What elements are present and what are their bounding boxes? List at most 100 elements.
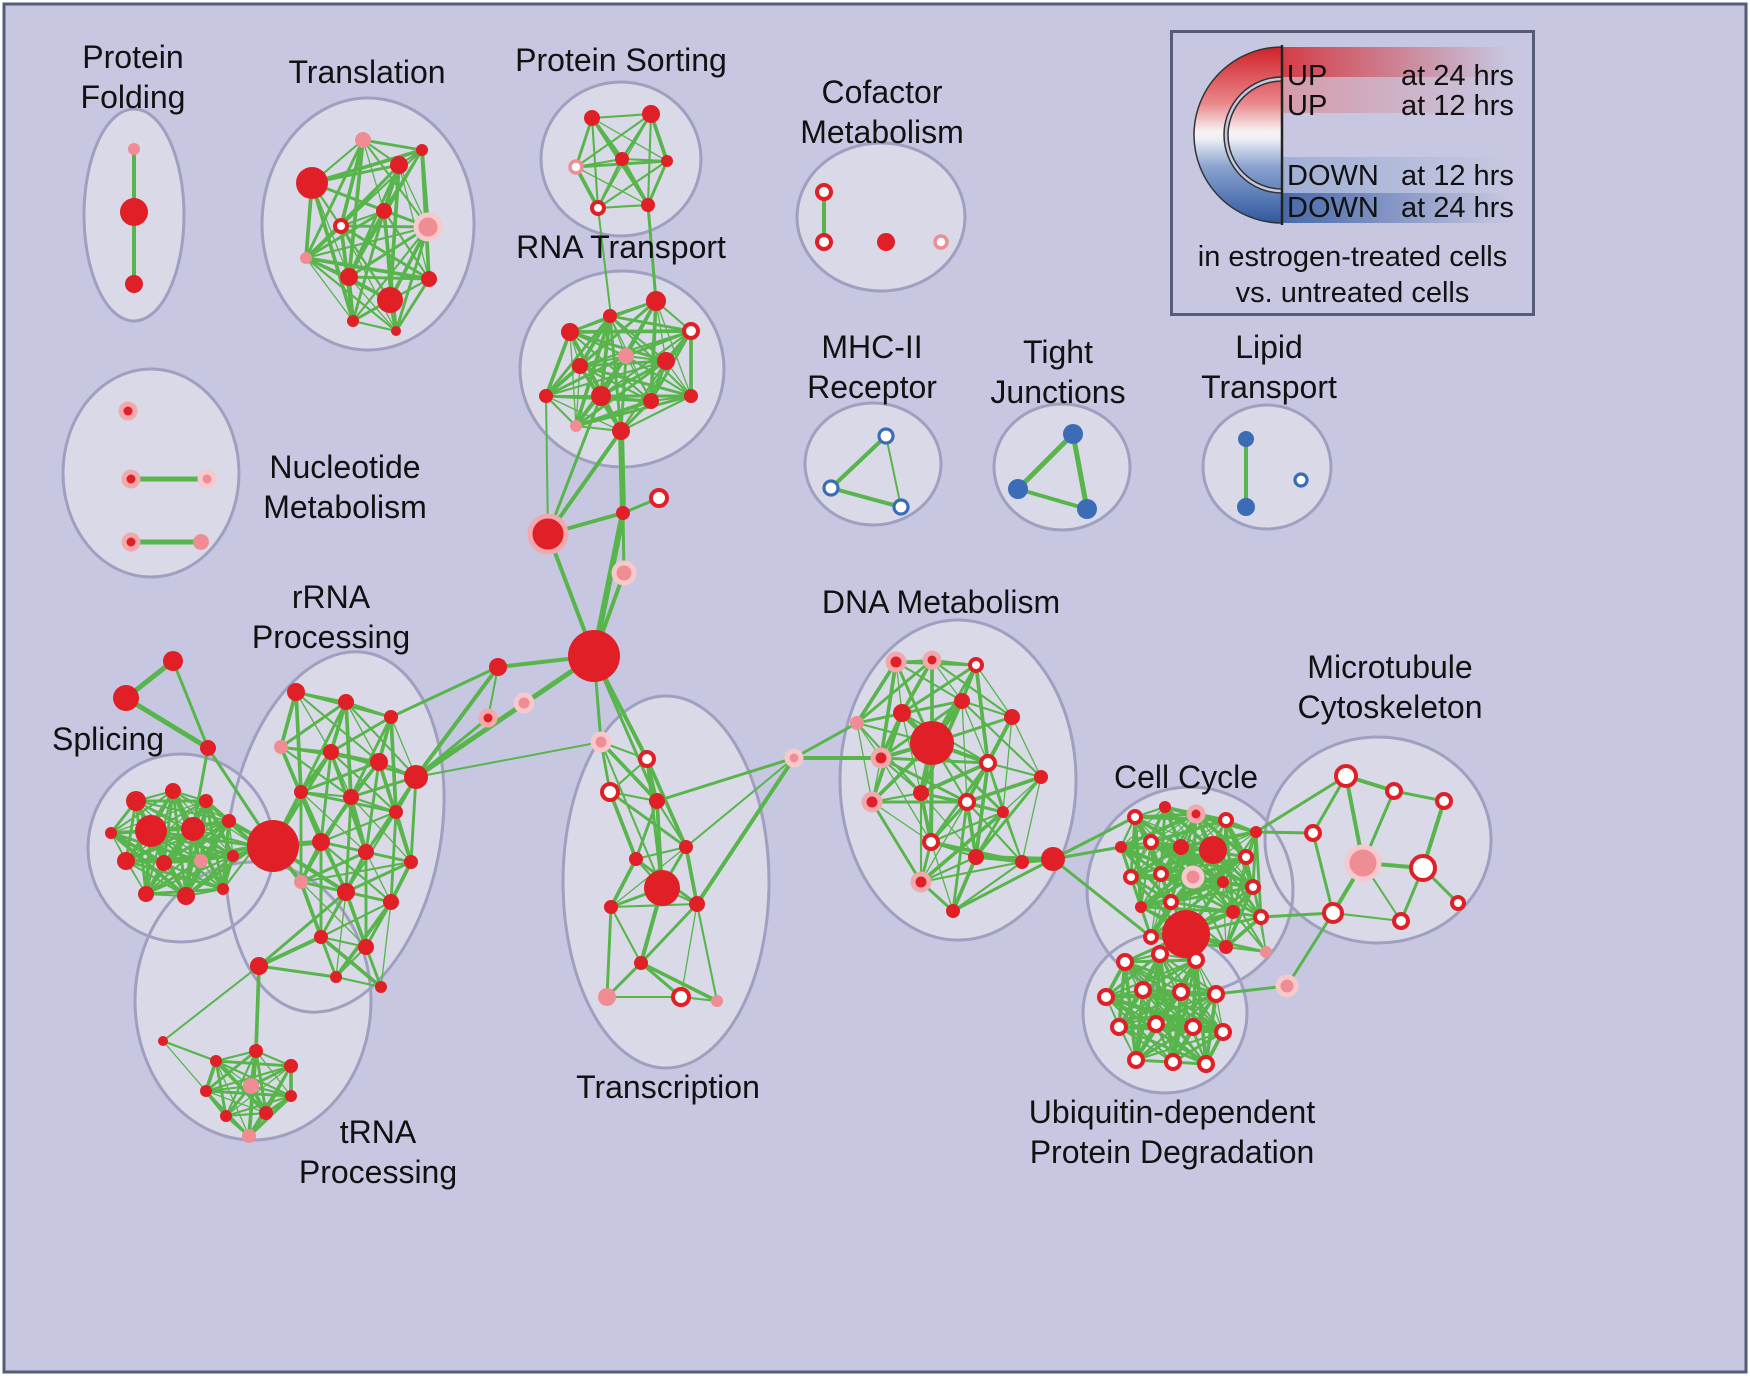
edge [574,394,693,428]
node-ring [968,657,984,673]
node-red [657,352,675,370]
edge [639,961,719,1003]
edge [951,855,978,913]
edge [600,741,663,889]
node-pink [618,348,634,364]
cluster-ellipse-cofactor-metabolism [795,141,967,293]
edge [609,902,699,909]
edge [855,660,898,725]
node-ring [590,200,606,216]
node-ring [1151,945,1169,963]
node-bluering [877,427,895,445]
cluster-ellipse-microtubule-cytoskeleton [1265,737,1491,943]
edge [619,394,693,433]
edge [855,658,934,725]
node-bluering [892,498,910,516]
edge [574,116,594,169]
edge [1311,831,1335,915]
cluster-ellipse-mhc2-receptor [805,403,941,525]
edge [1254,774,1348,834]
edge [930,658,1014,719]
edge [124,859,225,891]
node-red [893,704,911,722]
legend-outer-ring [1193,46,1283,224]
edge [974,761,990,859]
node-red [113,685,139,711]
node-halo [1186,804,1206,824]
edge [961,700,968,803]
edge [394,810,413,864]
node-red [296,167,328,199]
edge [1134,1025,1195,1062]
node-red [120,198,148,226]
edge [545,395,622,432]
node-red [661,155,673,167]
node-red [343,789,359,805]
edge [590,112,653,120]
edge [1154,1022,1208,1066]
edge [645,757,688,849]
node-red [649,793,665,809]
node-red [604,900,618,914]
edge [885,435,902,508]
node-red [222,814,236,828]
edge [224,1094,293,1118]
node-red [1034,770,1048,784]
node-red [568,630,620,682]
edge [546,429,623,536]
edge [894,660,964,703]
edge [123,695,211,751]
node-red [200,1085,212,1097]
node-ring [979,754,997,772]
node-red [227,850,239,862]
edge [134,799,148,896]
node-pinkhalo [413,212,443,242]
node-ring [1214,1023,1232,1041]
edge [414,716,490,779]
cluster-ellipse-transcription [561,694,771,1070]
edge [568,330,653,403]
node-red [489,658,507,676]
node-red [642,105,660,123]
node-red [117,852,135,870]
node-ring [815,183,833,201]
edge [1214,984,1289,996]
edge [1180,819,1227,848]
edge [1129,845,1183,879]
edge [304,256,431,281]
edge [695,902,719,1003]
node-red [877,233,895,251]
edge [545,395,549,535]
edge [609,857,638,909]
node-ring [1245,879,1261,895]
edge [569,331,577,427]
edge [361,138,430,229]
node-ring [1450,895,1466,911]
node-red [284,1059,298,1073]
edge [394,277,431,333]
legend-row-up-24: UP at 24 hrs [1173,60,1532,92]
edge [1016,487,1089,511]
node-blue [1008,479,1028,499]
node-pink [711,995,723,1007]
node-red [181,817,205,841]
node-red [1159,801,1171,813]
edge [248,1085,252,1137]
node-ring [1164,1053,1182,1071]
edge [362,139,385,212]
edge [965,800,1024,864]
node-ring [1147,1015,1165,1033]
edge [299,860,413,884]
edge [1254,830,1315,835]
edge [339,224,392,302]
legend-row-down-24: DOWN at 24 hrs [1173,192,1532,224]
legend-dir-label: UP [1287,90,1328,122]
node-blue [1238,431,1254,447]
edge [919,860,1024,884]
node-ring [682,322,700,340]
edge [578,299,658,368]
cluster-ellipse-translation [260,96,476,352]
edge [247,1064,293,1138]
